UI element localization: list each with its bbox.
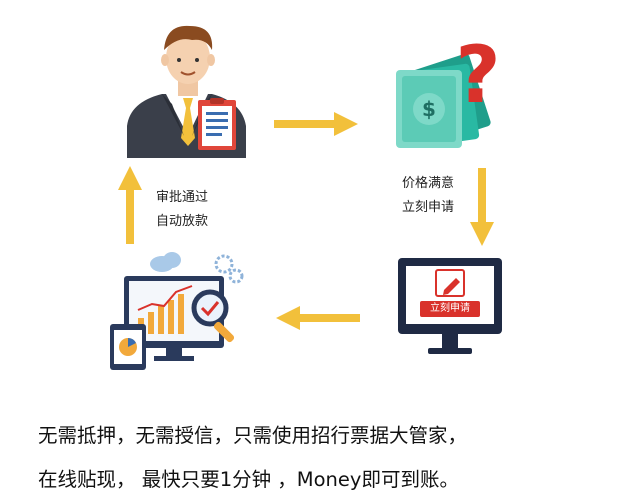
label-line: 立刻申请 (402, 200, 455, 215)
caption-line-1: 无需抵押，无需授信，只需使用招行票据大管家， (38, 424, 468, 447)
label-line: 自动放款 (156, 214, 209, 229)
caption-line-2: 在线贴现， 最快只要1分钟 ，Money即可到账。 (38, 468, 459, 491)
svg-text:?: ? (455, 31, 500, 121)
arrow-left-icon (276, 306, 360, 330)
arrow-down-icon (470, 168, 494, 246)
arrow-up-icon (118, 166, 142, 244)
arrow-right-icon (274, 112, 358, 136)
label-line: 审批通过 (156, 190, 209, 205)
label-line: 价格满意 (402, 176, 455, 191)
svg-text:$: $ (422, 97, 436, 121)
monitor-apply-icon (398, 258, 502, 354)
caption: 无需抵押，无需授信，只需使用招行票据大管家， 在线贴现， 最快只要1分钟 ，Mo… (38, 414, 467, 502)
label-approved: 审批通过 自动放款 (156, 186, 208, 234)
analytics-dashboard-icon (110, 252, 244, 370)
label-price-satisfied: 价格满意 立刻申请 (402, 172, 454, 220)
apply-badge-label: 立刻申请 (430, 303, 470, 314)
money-question-icon: $ ? (396, 31, 501, 148)
businessman-icon (127, 25, 246, 158)
